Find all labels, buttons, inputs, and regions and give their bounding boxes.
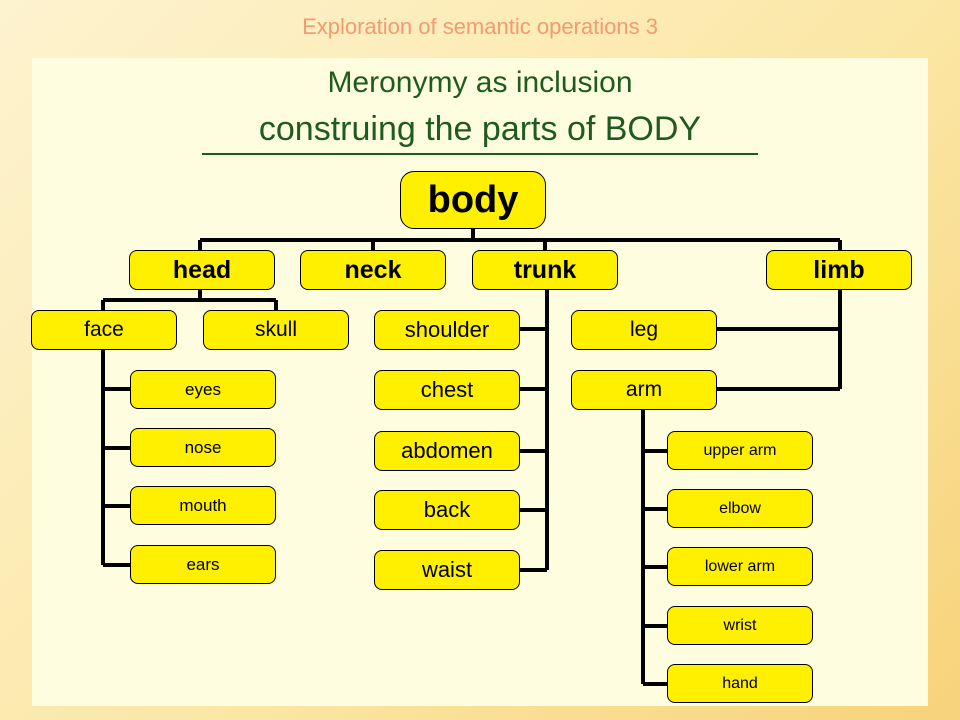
node-body: body bbox=[400, 171, 546, 229]
node-elbow: elbow bbox=[667, 489, 813, 528]
node-face: face bbox=[31, 310, 177, 350]
node-upper-arm: upper arm bbox=[667, 431, 813, 470]
slide-subtitle: construing the parts of BODY bbox=[258, 110, 702, 148]
node-trunk: trunk bbox=[472, 250, 618, 290]
subtitle-underline bbox=[202, 153, 758, 155]
node-shoulder: shoulder bbox=[374, 310, 520, 350]
node-chest: chest bbox=[374, 370, 520, 410]
slide-title: Meronymy as inclusion bbox=[327, 66, 633, 99]
node-leg: leg bbox=[571, 310, 717, 350]
node-lower-arm: lower arm bbox=[667, 547, 813, 586]
node-neck: neck bbox=[300, 250, 446, 290]
node-mouth: mouth bbox=[130, 486, 276, 525]
node-eyes: eyes bbox=[130, 370, 276, 409]
node-wrist: wrist bbox=[667, 606, 813, 645]
node-limb: limb bbox=[766, 250, 912, 290]
node-head: head bbox=[129, 250, 275, 290]
node-skull: skull bbox=[203, 310, 349, 350]
node-back: back bbox=[374, 490, 520, 530]
node-ears: ears bbox=[130, 545, 276, 584]
node-hand: hand bbox=[667, 664, 813, 703]
header-title: Exploration of semantic operations 3 bbox=[302, 14, 658, 39]
node-waist: waist bbox=[374, 550, 520, 590]
node-nose: nose bbox=[130, 428, 276, 467]
node-abdomen: abdomen bbox=[374, 431, 520, 471]
node-arm: arm bbox=[571, 370, 717, 410]
